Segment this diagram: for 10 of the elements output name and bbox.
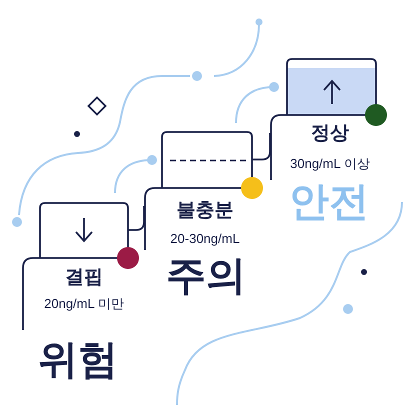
status-word: 주의 <box>166 253 246 300</box>
stair-connector-line <box>128 206 145 231</box>
range-text: 30ng/mL 이상 <box>290 156 370 171</box>
range-text: 20ng/mL 미만 <box>44 296 124 311</box>
status-word: 위험 <box>38 337 118 384</box>
step-title: 결핍 <box>65 267 103 288</box>
range-text: 20-30ng/mL <box>170 231 240 246</box>
step-title: 정상 <box>311 123 349 144</box>
step-title: 불충분 <box>176 200 234 221</box>
status-word: 안전 <box>289 179 369 226</box>
